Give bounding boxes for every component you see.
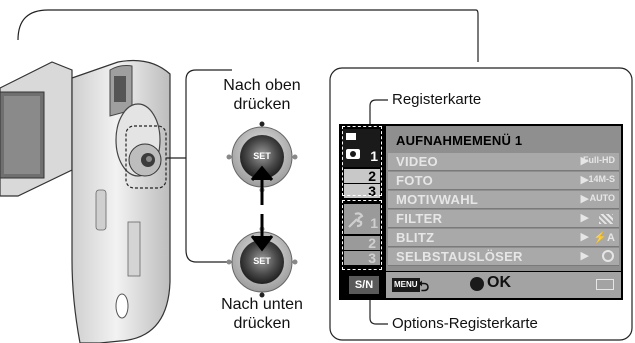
set-button-lower[interactable]: SET [253,256,271,266]
camera-tab-active[interactable]: 1 [342,129,380,167]
press-up-label-1: Nach oben [223,77,301,94]
self-timer-off-icon [602,250,614,262]
camera-icon [346,133,360,159]
chevron-right-icon: ▶ [580,174,589,186]
menu-row-selbstausloeser[interactable]: SELBSTAUSLÖSER ▶ [388,248,619,266]
camera-control-highlight [125,125,167,189]
option-tab-1[interactable]: 1 [344,204,380,234]
menu-row-motivwahl[interactable]: MOTIVWAHL ▶ AUTO [388,191,619,209]
option-tab-2[interactable]: 2 [344,235,380,251]
press-up-label-2: drücken [233,96,291,113]
menu-bottom-bar [386,272,621,298]
set-ok-icon [470,277,484,291]
menu-item-label: BLITZ [396,230,435,245]
option-tab-number-2: 2 [368,235,376,251]
chevron-right-icon: ▶ [580,193,589,205]
register-tab-highlight [342,126,382,196]
option-tab-3[interactable]: 3 [344,250,380,266]
options-register-tab-label: Options-Registerkarte [392,315,538,332]
tab-number-3: 3 [368,183,376,199]
menu-row-blitz[interactable]: BLITZ ▶ ⚡A [388,229,619,247]
chevron-right-icon: ▶ [580,231,589,243]
menu-item-value: AUTO [589,193,615,203]
menu-title: AUFNAHMEMENÜ 1 [396,133,523,148]
mode-badge: S/N [349,276,379,294]
set-button-upper[interactable]: SET [253,151,271,161]
tab-3[interactable]: 3 [344,183,380,199]
menu-key-icon: MENU [392,278,420,292]
menu-item-value: 14M-S [588,174,615,184]
chevron-right-icon: ▶ [580,155,589,167]
mode-badge-text: S/N [354,279,374,291]
top-frame-line [17,9,479,62]
filter-icon [599,214,613,224]
menu-key-text: MENU [394,280,418,289]
menu-row-filter[interactable]: FILTER ▶ [388,210,619,228]
tab-2[interactable]: 2 [344,168,380,184]
wrench-icon [348,212,364,228]
ok-label: OK [487,274,511,291]
menu-item-label: VIDEO [396,154,438,169]
options-tab-highlight [342,200,382,270]
menu-item-label: FOTO [396,173,434,188]
tab-column: 1 2 3 1 2 3 [340,126,385,298]
menu-item-value: ⚡A [593,232,615,244]
menu-item-label: MOTIVWAHL [396,192,479,207]
register-tab-label: Registerkarte [392,91,482,108]
option-tab-number-3: 3 [368,250,376,266]
press-down-label-2: drücken [233,315,291,332]
chevron-right-icon: ▶ [580,212,589,224]
option-tab-number-1: 1 [370,215,378,231]
press-down-label-1: Nach unten [221,296,303,313]
menu-row-foto[interactable]: FOTO ▶ 14M-S [388,172,619,190]
camera-illustration [0,59,171,343]
arrow-up-icon [250,165,274,205]
set-button-upper-graphic [226,121,298,193]
tab-number-1: 1 [370,148,378,164]
arrow-down-icon [250,214,274,252]
menu-item-label: SELBSTAUSLÖSER [396,249,523,264]
menu-item-label: FILTER [396,211,443,226]
menu-item-value: Full-HD [583,155,615,165]
tab-number-2: 2 [368,168,376,184]
chevron-right-icon: ▶ [580,250,589,262]
return-icon: ⮌ [418,278,430,294]
menu-row-video[interactable]: VIDEO ▶ Full-HD [388,153,619,171]
battery-icon [596,279,614,290]
